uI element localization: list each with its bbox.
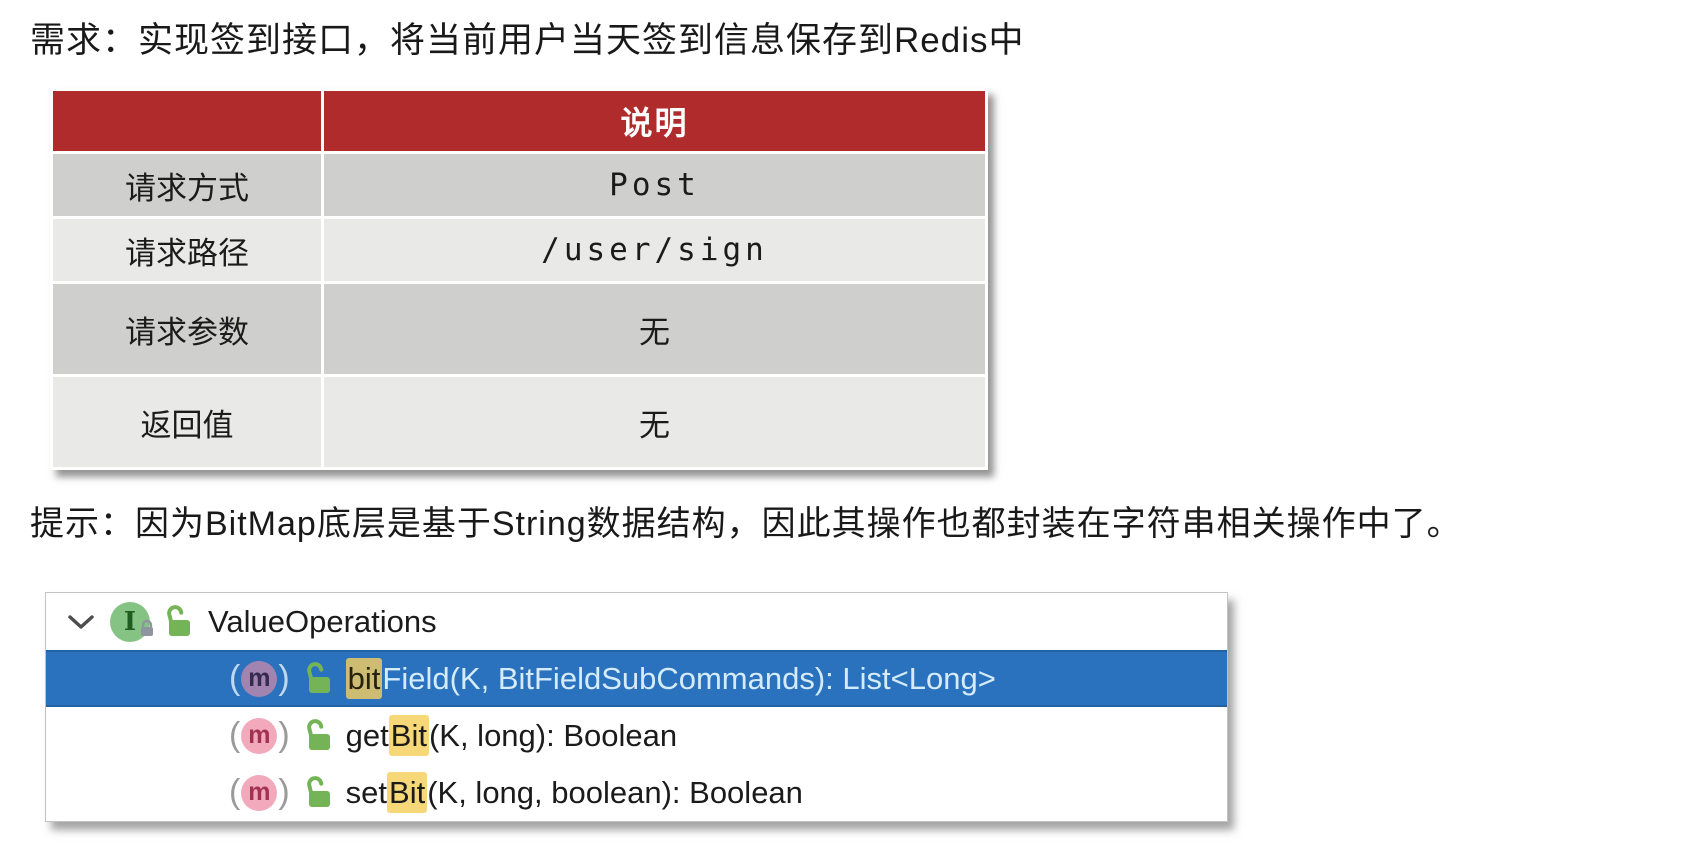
unlock-icon	[162, 604, 194, 639]
method-icon: ( m )	[229, 773, 290, 811]
row-value: 无	[324, 377, 985, 467]
table-row: 请求路径 /user/sign	[53, 219, 985, 281]
interface-icon: I	[110, 601, 153, 642]
requirement-title: 需求：实现签到接口，将当前用户当天签到信息保存到Redis中	[30, 21, 1025, 60]
tree-item-bitfield[interactable]: ( m ) bitField(K, BitFieldSubCommands): …	[46, 650, 1227, 707]
row-value: /user/sign	[324, 219, 985, 281]
chevron-down-icon[interactable]	[66, 613, 96, 631]
unlock-icon	[302, 718, 334, 753]
tree-item-setbit[interactable]: ( m ) setBit(K, long, boolean): Boolean	[46, 764, 1227, 821]
method-letter: m	[241, 717, 278, 754]
tree-item-getbit[interactable]: ( m ) getBit(K, long): Boolean	[46, 707, 1227, 764]
method-signature: bitField(K, BitFieldSubCommands): List<L…	[345, 657, 996, 699]
unlock-icon	[302, 775, 334, 810]
tree-item-label: ValueOperations	[208, 603, 437, 639]
row-value: Post	[324, 154, 985, 216]
method-icon: ( m )	[229, 716, 290, 754]
row-label: 请求路径	[53, 219, 321, 281]
hint-text: 提示：因为BitMap底层是基于String数据结构，因此其操作也都封装在字符串…	[30, 505, 1462, 543]
table-row: 请求参数 无	[53, 284, 985, 374]
method-signature: getBit(K, long): Boolean	[346, 714, 677, 756]
method-signature: setBit(K, long, boolean): Boolean	[346, 771, 803, 813]
table-header-row: 说明	[53, 91, 985, 151]
unlock-icon	[302, 661, 334, 696]
row-label: 请求方式	[53, 154, 321, 216]
row-label: 请求参数	[53, 284, 321, 374]
mini-lock-icon	[139, 609, 155, 645]
method-letter: m	[241, 774, 278, 811]
search-match-highlight: Bit	[388, 714, 429, 756]
row-label: 返回值	[53, 377, 321, 467]
search-match-highlight: bit	[345, 657, 383, 699]
table-row: 请求方式 Post	[53, 154, 985, 216]
structure-view-panel: I ValueOperations ( m ) bitField(K, BitF…	[45, 592, 1228, 822]
method-icon: ( m )	[229, 659, 290, 697]
search-match-highlight: Bit	[387, 771, 428, 813]
table-row: 返回值 无	[53, 377, 985, 467]
header-empty-cell	[53, 91, 321, 151]
method-letter: m	[241, 660, 278, 697]
row-value: 无	[324, 284, 985, 374]
api-spec-table: 说明 请求方式 Post 请求路径 /user/sign 请求参数 无 返回值 …	[50, 88, 988, 470]
header-shuoming-cell: 说明	[324, 91, 985, 151]
tree-item-valueoperations[interactable]: I ValueOperations	[46, 593, 1227, 650]
